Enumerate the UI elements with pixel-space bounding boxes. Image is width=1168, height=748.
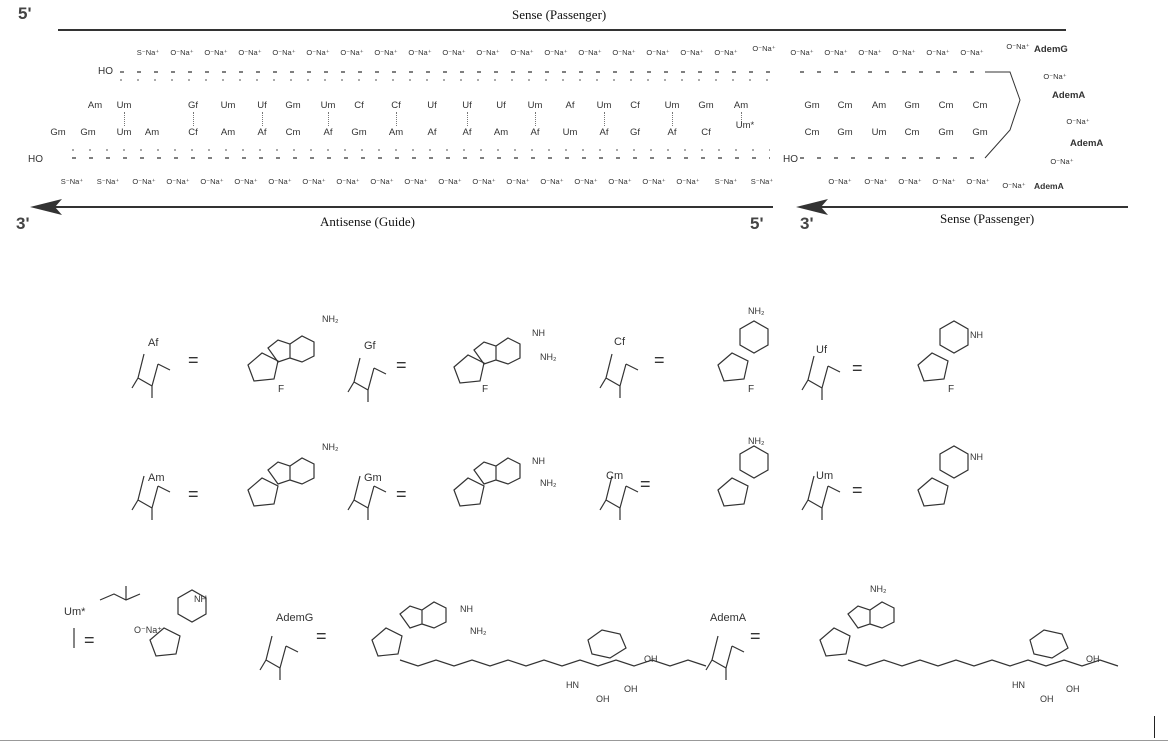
backbone-drawing bbox=[72, 71, 1021, 159]
equals-sign: = bbox=[852, 480, 863, 500]
hairpin-terminus: HO bbox=[783, 154, 798, 165]
equals-sign: = bbox=[84, 630, 95, 650]
bottom-border bbox=[0, 740, 1168, 741]
antisense-three-prime-label: 3' bbox=[16, 214, 30, 233]
legend-gf-label: Gf bbox=[364, 340, 376, 352]
equals-sign: = bbox=[188, 350, 199, 370]
equals-sign: = bbox=[316, 626, 327, 646]
antisense-strand-title: Antisense (Guide) bbox=[320, 214, 415, 229]
legend-um-star-label: Um* bbox=[64, 606, 86, 618]
legend-am-label: Am bbox=[148, 472, 165, 484]
top-five-prime-label: 5' bbox=[18, 4, 32, 23]
sense-strand-title-right: Sense (Passenger) bbox=[940, 211, 1035, 226]
legend-cf-label: Cf bbox=[614, 336, 625, 348]
equals-sign: = bbox=[654, 350, 665, 370]
equals-sign: = bbox=[640, 474, 651, 494]
legend-cm-label: Cm bbox=[606, 470, 624, 482]
sense-direction-line bbox=[58, 29, 1066, 31]
text-cursor bbox=[1154, 716, 1155, 738]
equals-sign: = bbox=[852, 358, 863, 378]
legend-ademg-label: AdemG bbox=[276, 612, 314, 624]
legend-gm-label: Gm bbox=[364, 472, 382, 484]
legend-um-label: Um bbox=[816, 470, 834, 482]
legend-uf-label: Uf bbox=[816, 344, 827, 356]
bottom-terminus: HO bbox=[28, 154, 43, 165]
equals-sign: = bbox=[396, 484, 407, 504]
equals-sign: = bbox=[396, 355, 407, 375]
antisense-five-prime-label: 5' bbox=[750, 214, 764, 233]
top-terminus: HO bbox=[98, 66, 113, 77]
legend-af-label: Af bbox=[148, 337, 159, 349]
strand-arrows bbox=[30, 199, 1128, 215]
sense-three-prime-label: 3' bbox=[800, 214, 814, 233]
sense-strand-title: Sense (Passenger) bbox=[512, 7, 607, 22]
equals-sign: = bbox=[750, 626, 761, 646]
equals-sign: = bbox=[188, 484, 199, 504]
legend-adema-label: AdemA bbox=[710, 612, 747, 624]
